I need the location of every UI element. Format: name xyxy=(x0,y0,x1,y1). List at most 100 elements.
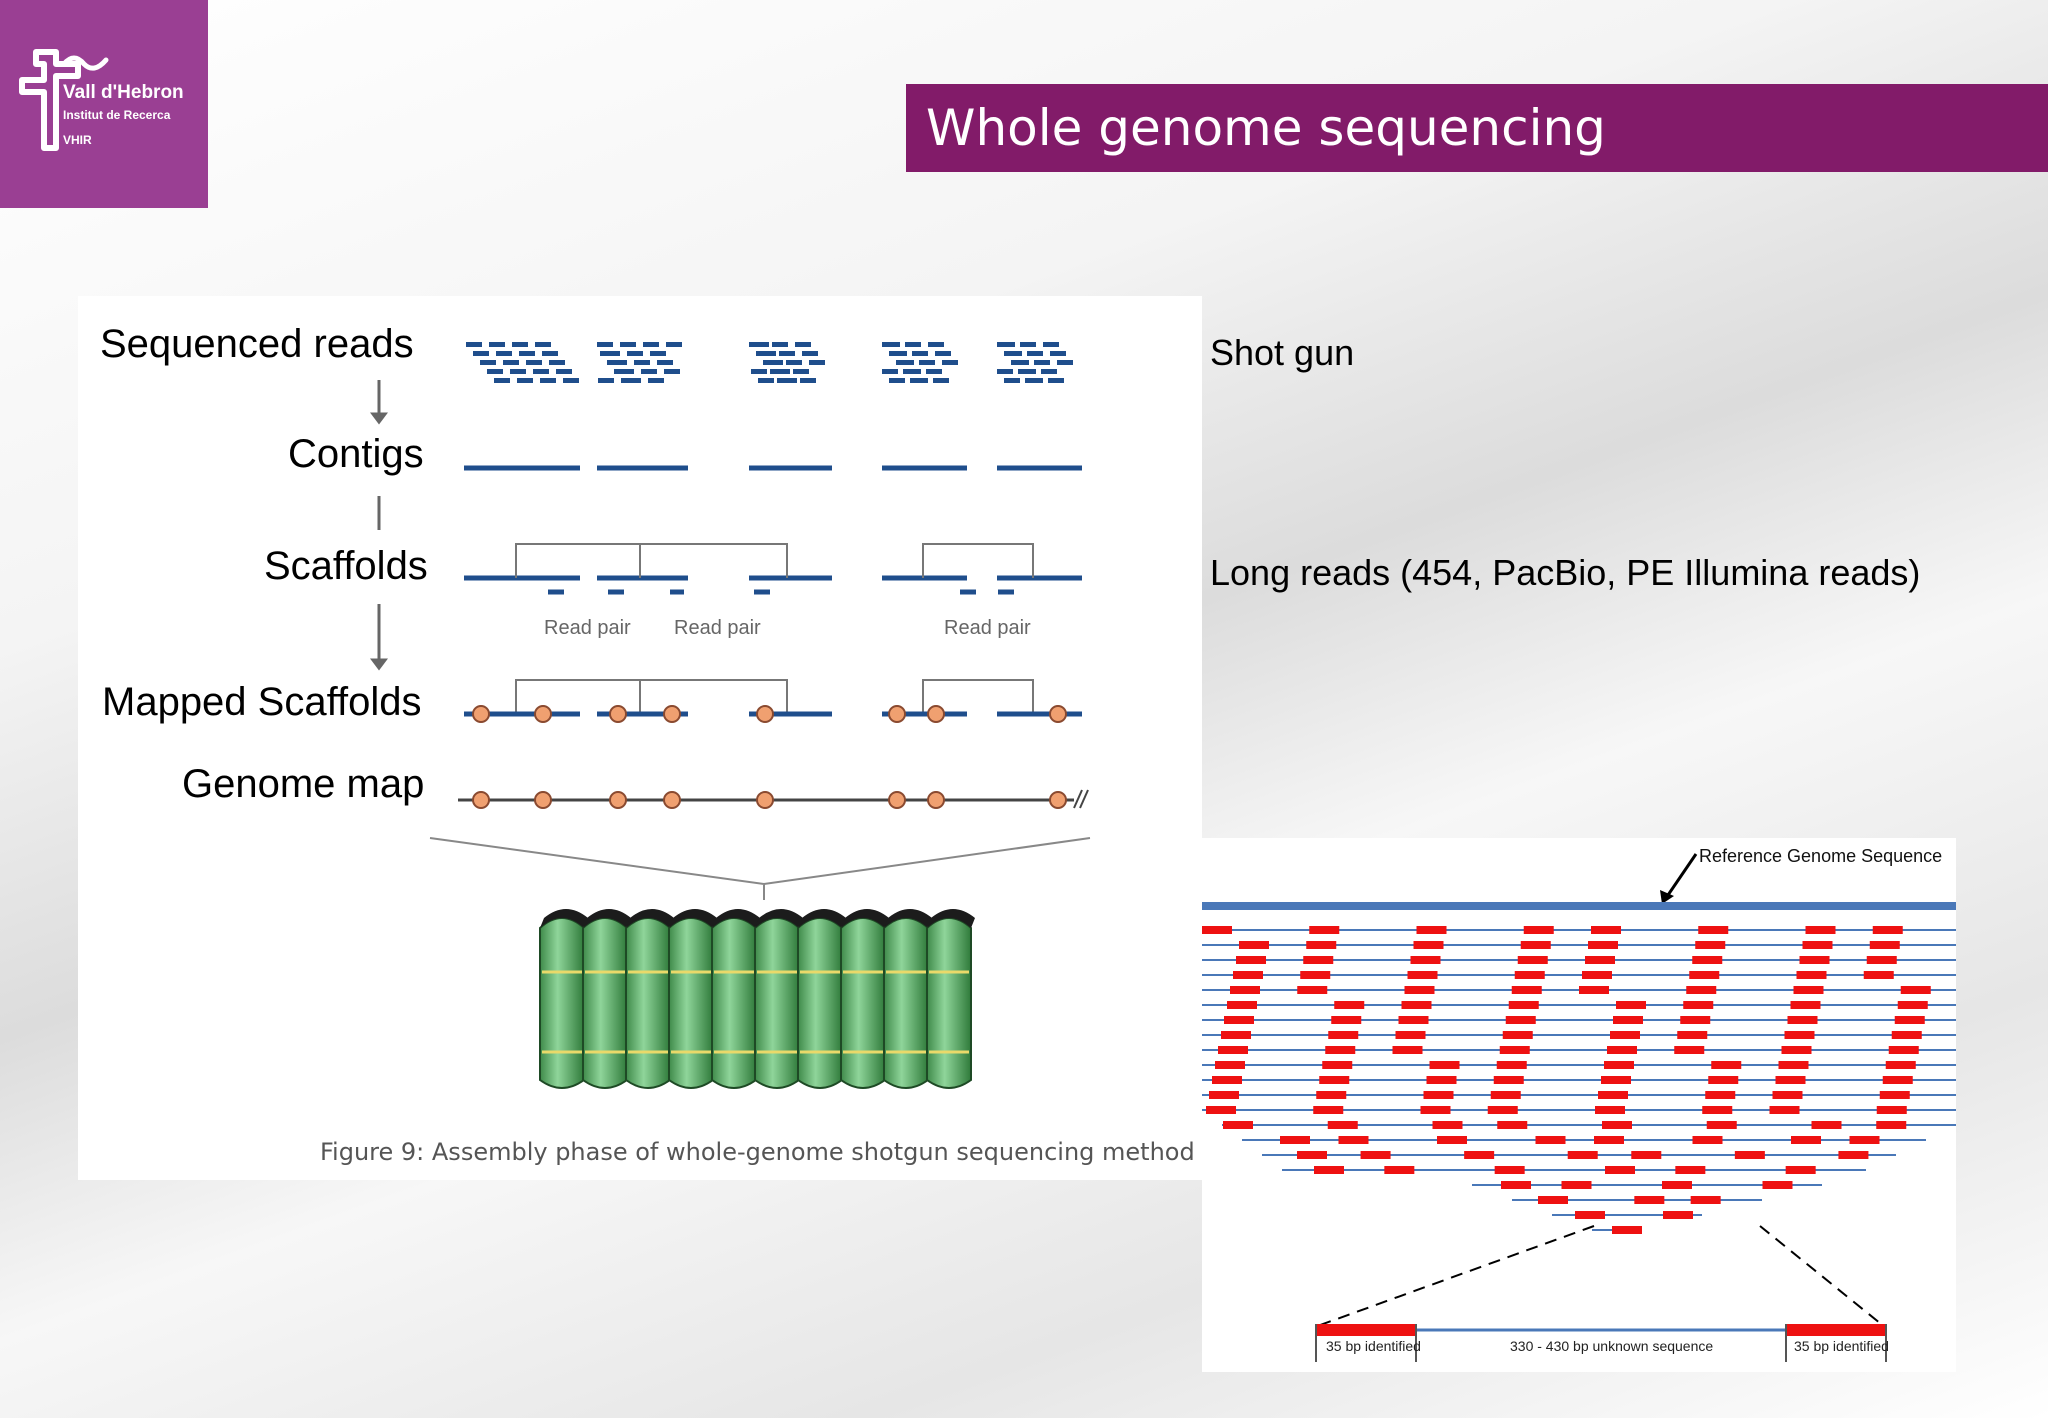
stage-arrows xyxy=(370,380,388,671)
sequence-read xyxy=(620,342,636,347)
mapped-read xyxy=(1594,1136,1624,1144)
mapped-read xyxy=(1236,956,1266,964)
mapped-read xyxy=(1401,1001,1432,1009)
sequence-read xyxy=(512,342,528,347)
sequence-read xyxy=(802,351,818,356)
mapped-read xyxy=(1420,1106,1451,1114)
sequence-read xyxy=(760,351,776,356)
mapped-read xyxy=(1591,926,1621,934)
middle-segment-label: 330 - 430 bp unknown sequence xyxy=(1510,1338,1714,1354)
mapped-read xyxy=(1604,1061,1634,1069)
book-volume xyxy=(926,909,975,1089)
mapped-read xyxy=(1297,986,1328,994)
sequence-read xyxy=(999,342,1015,347)
scaffold-brackets xyxy=(515,543,1034,578)
stage-label-scaffolds: Scaffolds xyxy=(264,544,428,588)
mapped-read xyxy=(1416,926,1447,934)
mapped-read xyxy=(1429,1061,1460,1069)
sequence-read xyxy=(935,351,951,356)
book-volumes-icon xyxy=(539,909,975,1089)
mapped-read xyxy=(1869,941,1900,949)
mapped-read xyxy=(1879,1091,1910,1099)
sequence-read xyxy=(758,378,774,383)
sequence-read xyxy=(905,342,921,347)
mapped-read xyxy=(1230,986,1260,994)
mapped-read xyxy=(1778,1061,1809,1069)
read-pair-label: Read pair xyxy=(944,617,1031,639)
mapped-read xyxy=(1711,1061,1742,1069)
mapped-scaffold-brackets xyxy=(515,679,1034,714)
book-volume xyxy=(539,909,588,1089)
sequence-read xyxy=(800,378,816,383)
sequence-read xyxy=(535,342,551,347)
mapped-read xyxy=(1601,1076,1631,1084)
slide-title: Whole genome sequencing xyxy=(906,84,2048,172)
sequence-read xyxy=(795,342,811,347)
mapped-read xyxy=(1695,941,1726,949)
mapped-read xyxy=(1319,1076,1350,1084)
sequence-read xyxy=(664,369,680,374)
mapped-read xyxy=(1202,926,1232,934)
mapped-read xyxy=(1331,1016,1362,1024)
mapped-read xyxy=(1499,1046,1530,1054)
mapped-read xyxy=(1300,971,1331,979)
mapped-read xyxy=(1674,1046,1705,1054)
mapped-read xyxy=(1313,1106,1344,1114)
mapped-read xyxy=(1683,1001,1714,1009)
mapped-read xyxy=(1502,1031,1533,1039)
mapped-read xyxy=(1706,1121,1737,1129)
sequence-read xyxy=(648,378,664,383)
mapped-read xyxy=(1662,1181,1692,1189)
sequence-read xyxy=(1043,342,1059,347)
mapped-read xyxy=(1239,941,1269,949)
sequence-read xyxy=(772,342,788,347)
mapped-read xyxy=(1791,1136,1821,1144)
mapped-read xyxy=(1523,926,1554,934)
mapped-read xyxy=(1505,1016,1536,1024)
sequence-read xyxy=(519,351,535,356)
mapped-read xyxy=(1692,956,1723,964)
left-segment-label: 35 bp identified xyxy=(1326,1338,1421,1354)
mapped-read xyxy=(1392,1046,1423,1054)
mapped-read xyxy=(1306,941,1337,949)
mapped-read xyxy=(1508,1001,1539,1009)
sequence-read xyxy=(496,351,512,356)
mapped-read xyxy=(1227,1001,1257,1009)
mapped-read xyxy=(1677,1031,1708,1039)
mapped-read xyxy=(1360,1151,1391,1159)
right-segment-label: 35 bp identified xyxy=(1794,1338,1889,1354)
book-volume xyxy=(711,909,760,1089)
sequence-read xyxy=(753,342,769,347)
mapped-read xyxy=(1698,926,1729,934)
mapped-read xyxy=(1561,1181,1592,1189)
stage-label-genome-map: Genome map xyxy=(182,762,425,806)
reference-label: Reference Genome Sequence xyxy=(1699,846,1943,866)
sequence-read xyxy=(912,378,928,383)
mapped-read xyxy=(1612,1226,1642,1234)
mapped-read xyxy=(1233,971,1263,979)
note-shotgun: Shot gun xyxy=(1210,332,1355,373)
mapped-read xyxy=(1223,1121,1253,1129)
sequence-read xyxy=(494,378,510,383)
right-read-segment xyxy=(1786,1324,1886,1336)
sequence-read xyxy=(889,378,905,383)
stage-label-mapped-scaffolds: Mapped Scaffolds xyxy=(102,680,422,724)
mapped-read xyxy=(1582,971,1612,979)
mapped-read xyxy=(1692,1136,1723,1144)
sequence-read xyxy=(1048,378,1064,383)
mapped-read xyxy=(1511,986,1542,994)
sequence-read xyxy=(1027,351,1043,356)
mapped-read xyxy=(1212,1076,1242,1084)
mapped-read xyxy=(1690,1196,1721,1204)
mapped-read xyxy=(1607,1046,1637,1054)
mapped-read xyxy=(1413,941,1444,949)
mapped-read xyxy=(1496,1061,1527,1069)
mapped-read xyxy=(1689,971,1720,979)
sequence-read xyxy=(997,369,1013,374)
mapped-read xyxy=(1610,1031,1640,1039)
reference-arrow xyxy=(1664,853,1698,899)
mapped-read xyxy=(1487,1106,1518,1114)
mapped-read xyxy=(1686,986,1717,994)
mapped-read xyxy=(1497,1121,1528,1129)
logo-name: Vall d'Hebron xyxy=(63,82,184,103)
